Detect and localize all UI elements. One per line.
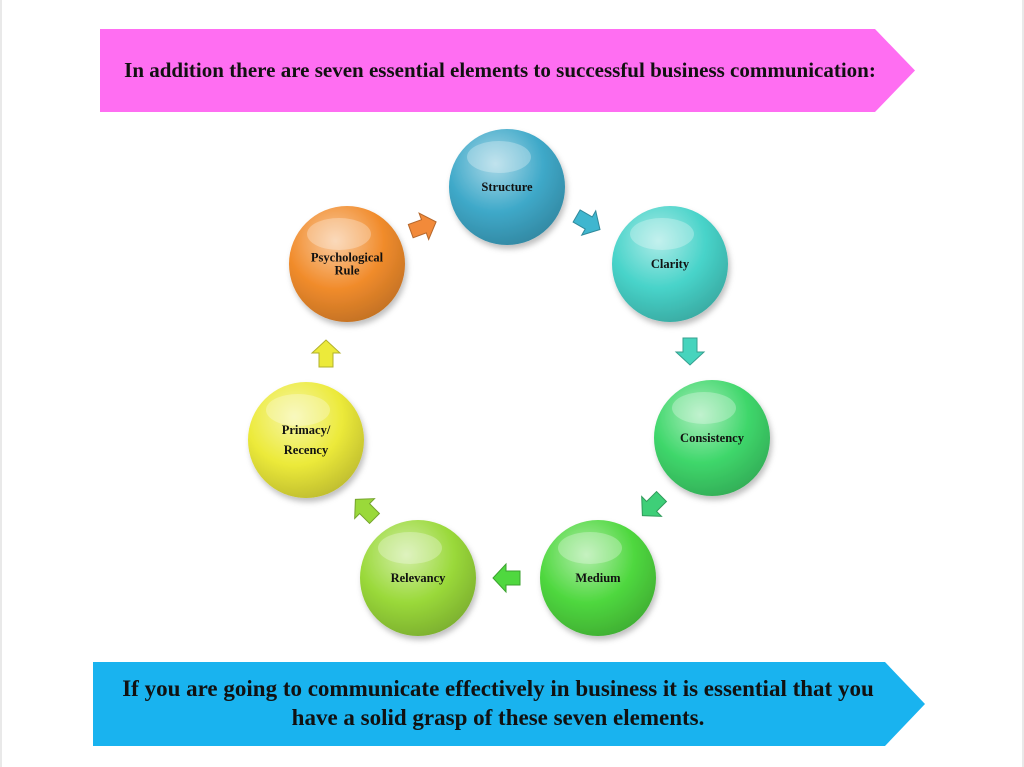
cycle-node-relevancy: Relevancy — [360, 520, 476, 636]
cycle-arrow-1 — [572, 209, 601, 236]
cycle-arrow-4 — [492, 562, 521, 594]
cycle-node-label: Clarity — [651, 257, 690, 271]
bottom-banner-shape — [93, 662, 925, 746]
cycle-node-primacy-recency: Primacy/Recency — [248, 382, 364, 498]
bottom-banner: If you are going to communicate effectiv… — [93, 662, 925, 746]
cycle-arrow-7 — [407, 212, 437, 241]
cycle-node-label: Recency — [284, 443, 329, 457]
cycle-node-label: Structure — [481, 180, 533, 194]
cycle-arrow-2 — [674, 337, 706, 366]
cycle-arrow-5 — [354, 498, 381, 525]
top-banner-shape — [100, 29, 915, 112]
cycle-node-consistency: Consistency — [654, 380, 770, 496]
cycle-node-label: Psychological — [311, 251, 384, 265]
cycle-node-label: Primacy/ — [282, 423, 331, 437]
cycle-node-label: Rule — [335, 264, 360, 278]
cycle-node-label: Relevancy — [391, 571, 447, 585]
cycle-node-medium: Medium — [540, 520, 656, 636]
cycle-node-structure: Structure — [449, 129, 565, 245]
cycle-node-label: Consistency — [680, 431, 745, 445]
top-banner-text: In addition there are seven essential el… — [124, 58, 876, 83]
cycle-arrow-3 — [641, 490, 668, 517]
cycle-node-clarity: Clarity — [612, 206, 728, 322]
cycle-node-label: Medium — [575, 571, 621, 585]
top-banner: In addition there are seven essential el… — [100, 29, 915, 112]
bottom-banner-text: If you are going to communicate effectiv… — [122, 676, 874, 730]
cycle-arrow-6 — [310, 339, 342, 368]
